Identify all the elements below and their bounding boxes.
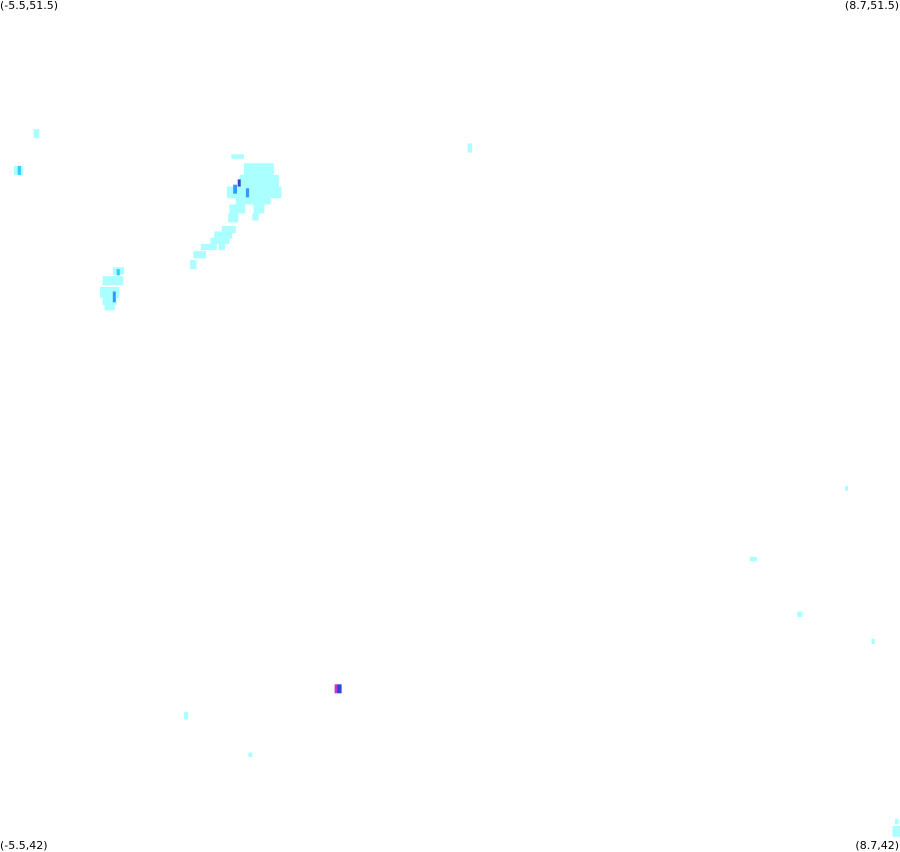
density-cell-low <box>467 143 473 153</box>
density-cell-low <box>190 260 197 270</box>
density-cell-low <box>100 287 120 298</box>
density-cell-low <box>102 296 117 305</box>
density-cell-low <box>228 213 239 223</box>
density-cell-low <box>797 611 803 617</box>
corner-label-bottom-right: (8.7,42) <box>855 839 899 852</box>
density-cell-low <box>200 243 217 251</box>
density-cell-medium <box>17 165 21 175</box>
density-cell-low <box>226 186 236 199</box>
density-cell-low <box>844 486 849 491</box>
density-cell-high <box>245 188 250 198</box>
density-cell-low <box>871 638 875 644</box>
density-cell-medium <box>116 269 120 276</box>
density-cell-low <box>218 243 225 251</box>
corner-label-top-left: (-5.5,51.5) <box>0 0 59 12</box>
density-cell-low <box>214 231 232 239</box>
density-cell-low <box>104 303 115 311</box>
density-cell-low <box>235 186 282 199</box>
density-cell-low <box>248 752 253 757</box>
density-cell-high <box>233 184 237 194</box>
density-cell-low <box>894 818 899 825</box>
corner-label-top-right: (8.7,51.5) <box>844 0 899 12</box>
density-cell-low <box>183 712 189 720</box>
density-cell-high <box>112 291 116 303</box>
density-cell-low <box>749 556 757 562</box>
density-cell-low <box>892 826 900 837</box>
density-cell-low <box>235 195 271 205</box>
density-cell-low <box>102 276 123 286</box>
density-cell-low <box>253 204 265 214</box>
density-cells <box>13 129 900 837</box>
density-cell-low <box>231 154 244 159</box>
density-cell-low <box>33 129 40 139</box>
density-cell-low <box>252 213 259 221</box>
density-cell-peak <box>337 684 342 694</box>
density-cell-extreme <box>334 684 338 694</box>
density-cell-low <box>210 237 230 244</box>
density-cell-low <box>239 174 279 187</box>
density-cell-low <box>221 226 236 234</box>
corner-label-bottom-left: (-5.5,42) <box>0 839 48 852</box>
density-cell-low <box>229 204 246 214</box>
density-cell-peak <box>237 179 241 187</box>
density-cell-low <box>244 163 274 175</box>
density-cell-low <box>193 251 206 259</box>
